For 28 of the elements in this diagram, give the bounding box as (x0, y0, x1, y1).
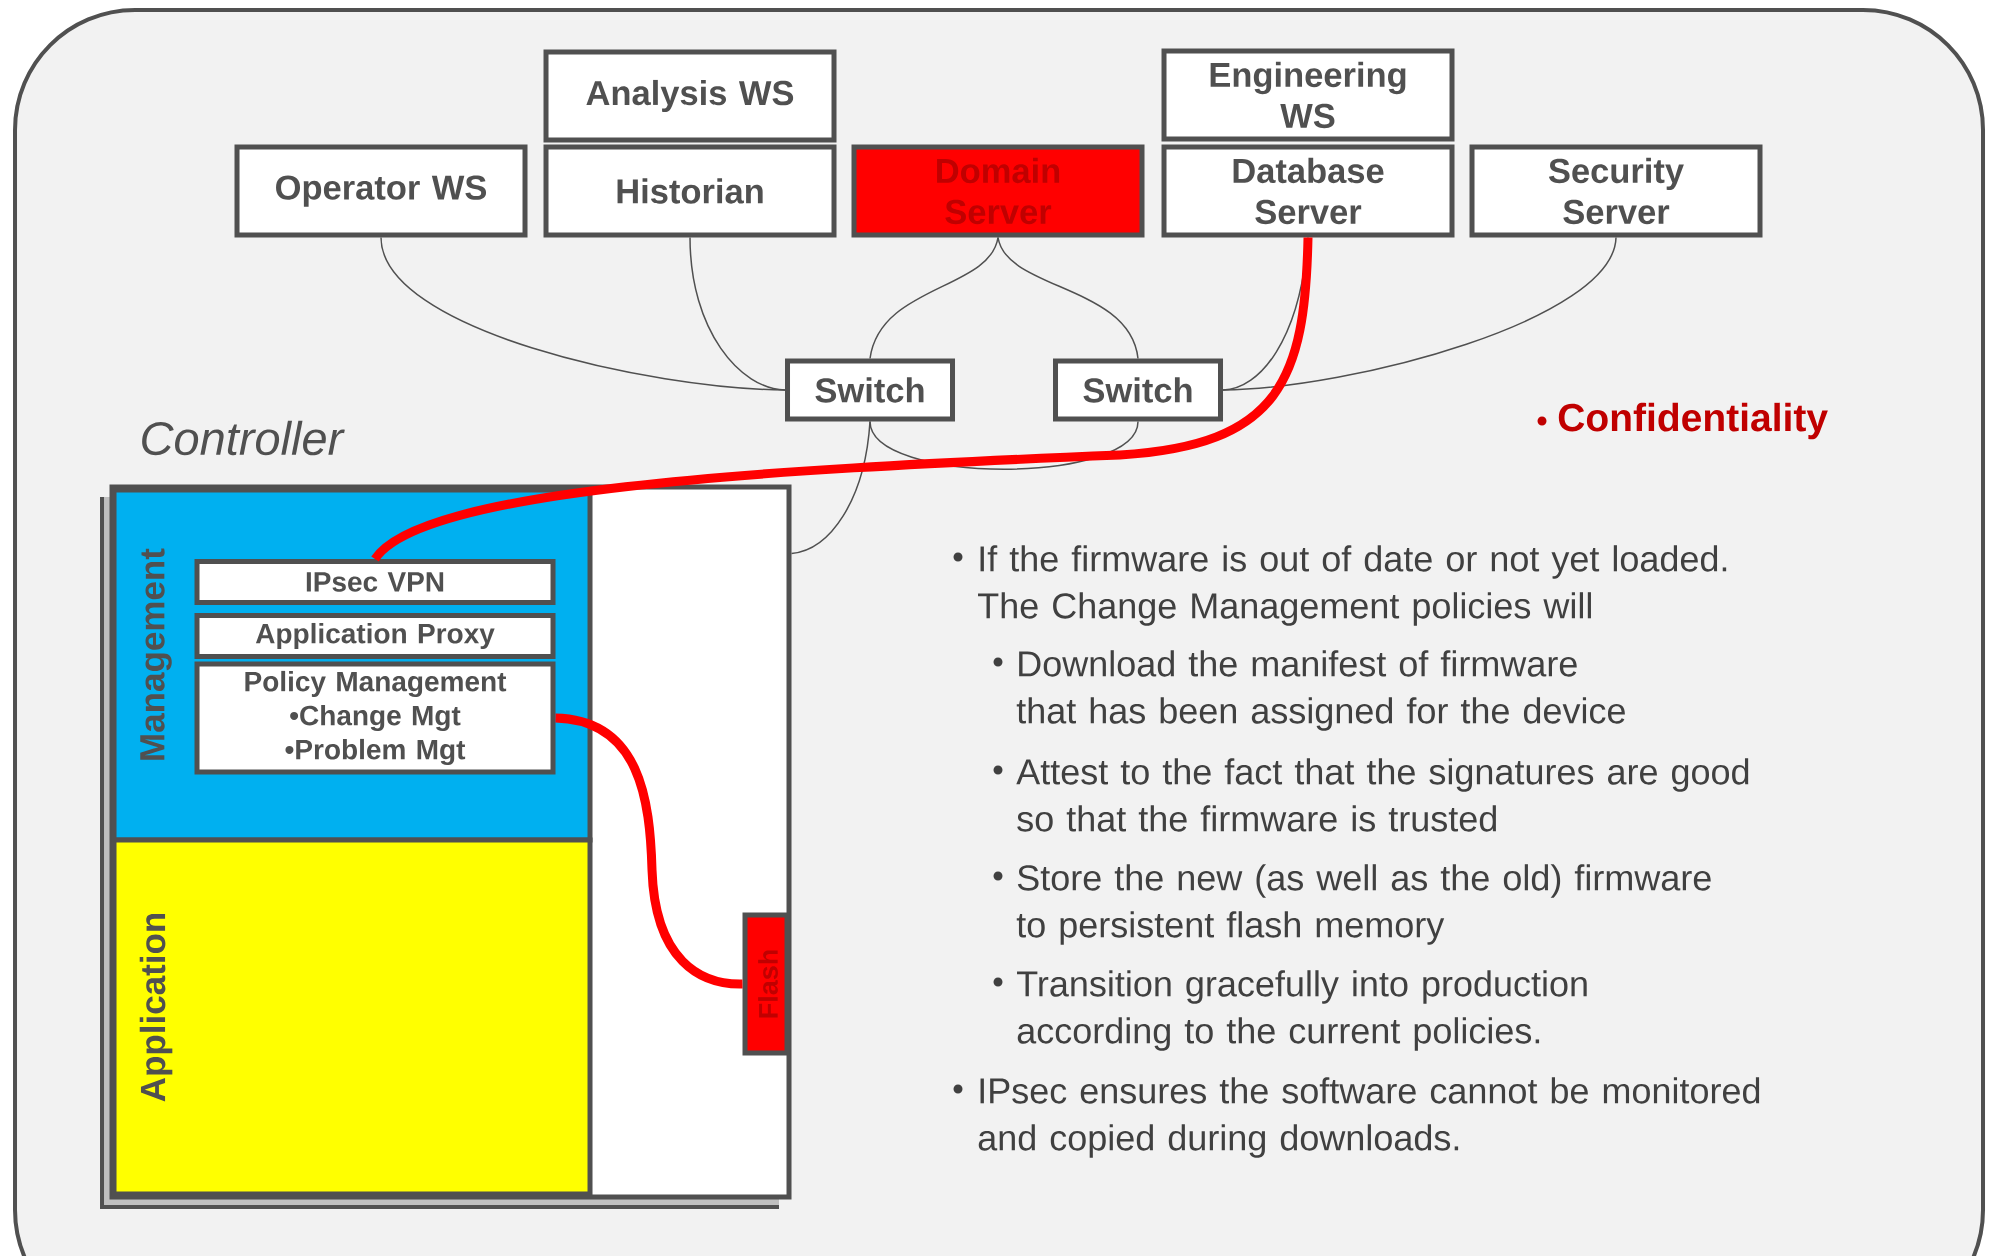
node-label: Controller (142, 420, 345, 456)
connector-line (1222, 236, 1617, 391)
switch-box: Switch (1053, 358, 1223, 422)
server-box: Database Server (1161, 144, 1455, 238)
server-box: Domain Server (851, 144, 1145, 238)
bullet-text: If the firmware is out of date or not yet loaded. The Change Management policies will (978, 545, 1727, 626)
server-box: Engineering WS (1161, 48, 1455, 142)
bullet-text: IPsec ensures the software cannot be monitored and copied during downloads. (978, 1077, 1760, 1158)
connector-line (555, 713, 743, 989)
module-box: IPsec VPN (194, 559, 556, 605)
server-box: Security Server (1469, 144, 1763, 238)
flash-memory-box: Flash (742, 912, 790, 1056)
server-box: Historian (543, 144, 837, 238)
connector-line (371, 237, 1313, 563)
module-box: Application Proxy (194, 613, 556, 659)
bullet-text: Attest to the fact that the signatures are good so that the firmware is trusted (1016, 758, 1749, 832)
connector-line (997, 236, 1139, 360)
layer-panel: Application (111, 837, 593, 1197)
connector-line (869, 236, 999, 360)
connector-line (689, 236, 786, 391)
heading: Confidentiality (1558, 402, 1828, 440)
server-box: Operator WS (234, 144, 528, 238)
module-box: Policy Management •Change Mgt •Problem Mgt (194, 661, 556, 775)
server-box: Analysis WS (543, 49, 837, 143)
bullet-text: Store the new (as well as the old) firmware to persistent flash memory (1016, 864, 1711, 945)
bullet-text: Download the manifest of firmware that has been assigned for the device (1016, 650, 1625, 731)
bullet-text: Transition gracefully into production according to the current policies. (1017, 970, 1587, 1051)
switch-box: Switch (785, 358, 955, 422)
